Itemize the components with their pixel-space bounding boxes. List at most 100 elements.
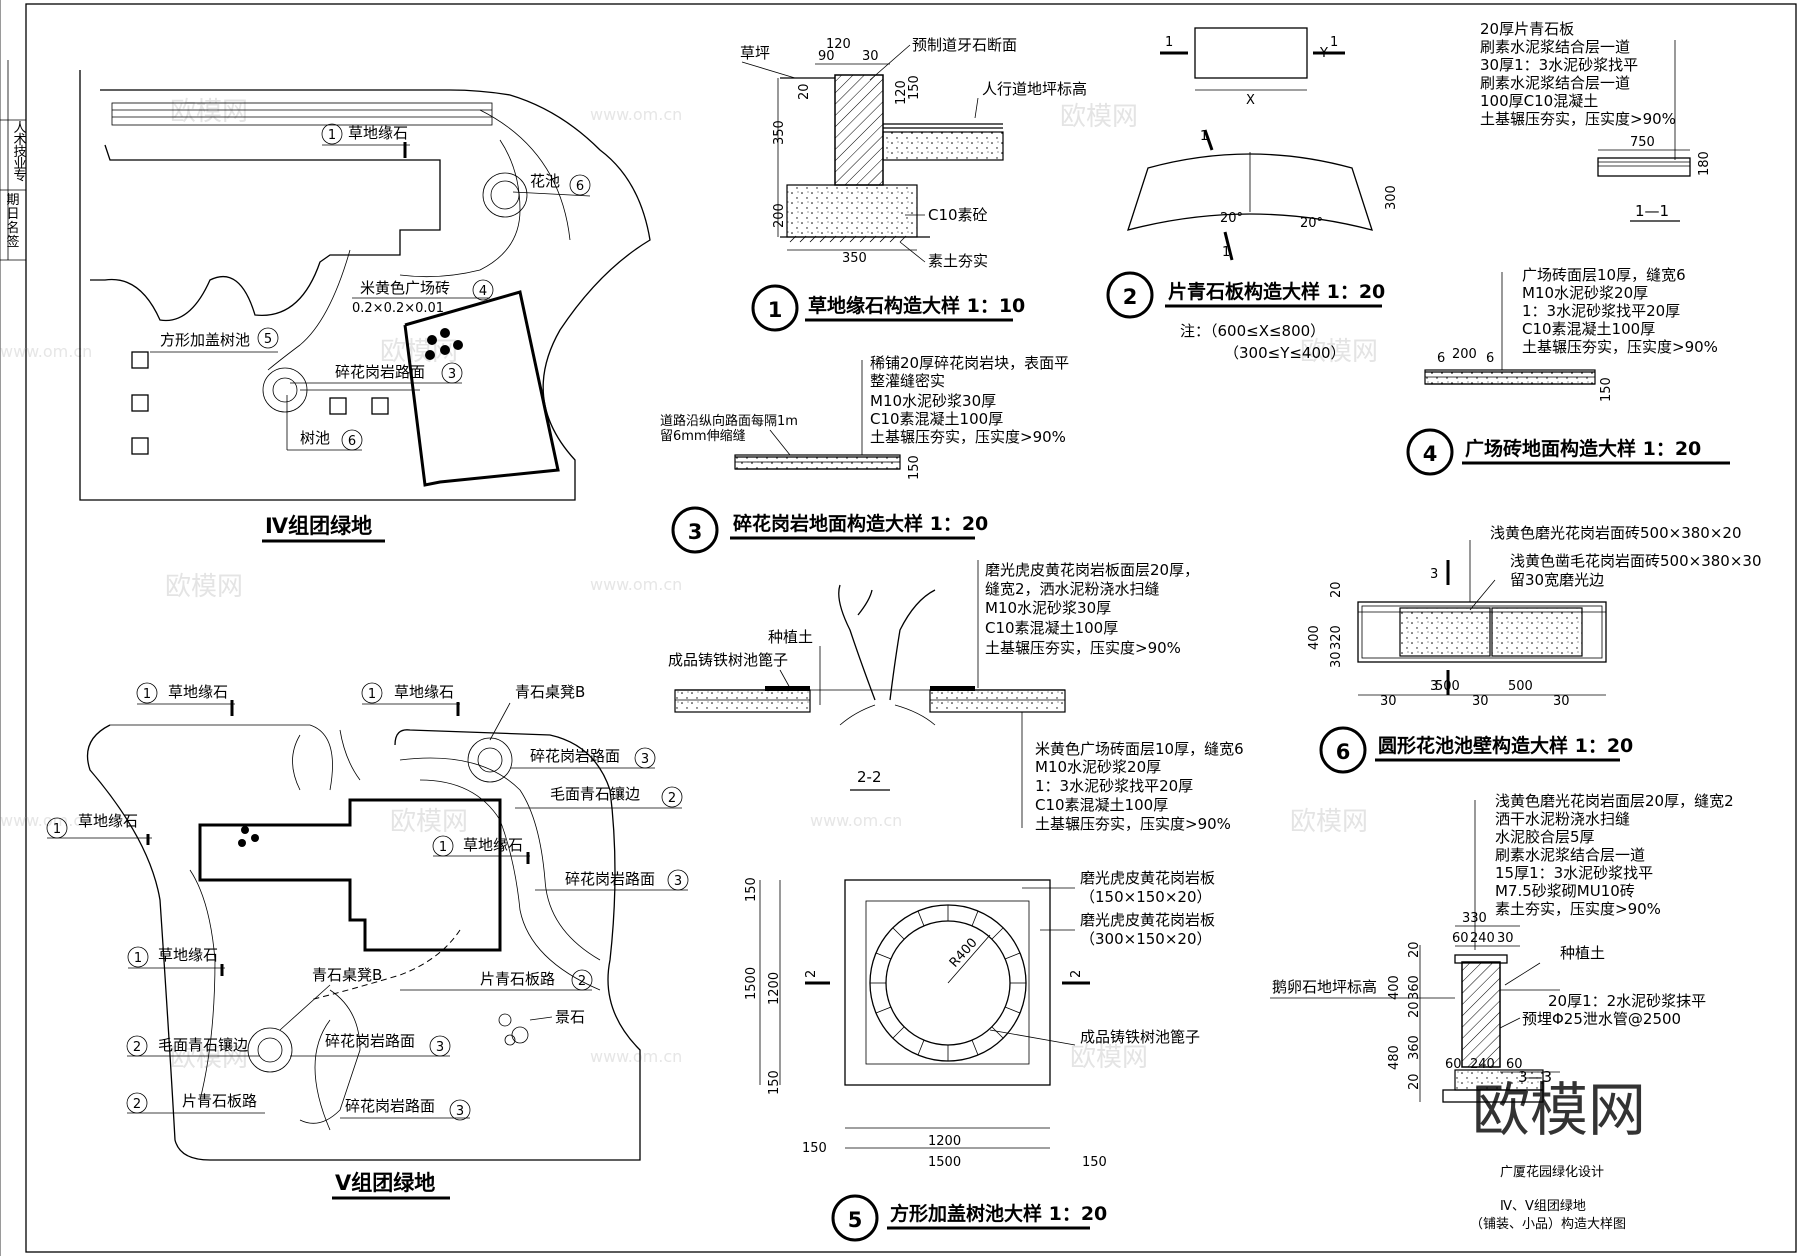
layer-text: 广场砖面层10厚，缝宽6 [1522, 266, 1686, 284]
dim-30: 30 [1497, 931, 1514, 946]
layer-text: 土基辗压夯实，压实度>90% [870, 428, 1066, 446]
dim-240: 240 [1470, 931, 1495, 946]
watermark-site: www.om.cn [590, 105, 682, 124]
layer-text: M10水泥砂浆30厚 [985, 599, 1111, 617]
label-slate-path: 片青石板路 [480, 970, 555, 988]
layer-text: 米黄色广场砖面层10厚，缝宽6 [1035, 740, 1244, 758]
watermark-site: www.om.cn [0, 811, 92, 830]
layer-text: M10水泥砂浆30厚 [870, 392, 996, 410]
section-3-3-caption: 3—3 [1518, 1068, 1552, 1086]
label-drain: 预埋Φ25泄水管@2500 [1522, 1010, 1681, 1028]
mark-2: 2 [1069, 970, 1084, 978]
dim-30: 30 [1553, 694, 1570, 709]
plan-group-4: 1 草地缘石 花池 6 米黄色广场砖 0.2×0.2×0.01 4 方形加盖树池… [79, 70, 651, 543]
side-char: 技 [13, 145, 26, 160]
side-char: 人 [13, 121, 26, 136]
callout-number: 3 [456, 1104, 464, 1119]
detail-4-plaza: 广场砖面层10厚，缝宽6 M10水泥砂浆20厚 1：3水泥砂浆找平20厚 C10… [1406, 266, 1730, 476]
layer-text: 15厚1：3水泥砂浆找平 [1495, 864, 1653, 882]
label-granite-road: 碎花岗岩路面 [530, 747, 620, 765]
watermark-brand: 欧模网 [390, 807, 468, 837]
label-pebble-level: 鹅卵石地坪标高 [1272, 978, 1377, 996]
label-concrete: C10素砼 [928, 206, 988, 224]
side-char: 名 [6, 220, 19, 236]
layer-text: 水泥胶合层5厚 [1495, 828, 1595, 846]
label-edge-stone: 草地缘石 [158, 946, 218, 964]
label-plaza-tile-size: 0.2×0.2×0.01 [352, 301, 444, 316]
detail-1-title: 草地缘石构造大样 1：10 [808, 294, 1025, 317]
label-rock: 景石 [555, 1008, 585, 1026]
callout-number: 1 [134, 951, 142, 966]
square-tree-pool [329, 397, 347, 415]
dim-320: 320 [1329, 625, 1344, 650]
square-tree-pool [131, 437, 149, 455]
layer-text: M10水泥砂浆20厚 [1522, 284, 1648, 302]
detail-1-curb: 草坪 预制道牙石断面 人行道地坪标高 C10素砼 素土夯实 120 90 30 … [740, 36, 1087, 332]
section-3-3: 浅黄色磨光花岗岩面层20厚，缝宽2 洒干水泥粉浇水扫缝 水泥胶合层5厚 刷素水泥… [1270, 792, 1734, 1103]
dim-60: 60 [1452, 931, 1469, 946]
label-board-1-size: （150×150×20） [1080, 888, 1212, 906]
callout-number: 4 [479, 284, 487, 299]
side-char: 签 [6, 234, 19, 250]
plan-group-5: 1 草地缘石 1 草地缘石 青石桌凳B 1 草地缘石 碎花岗岩路面 3 毛面青石… [46, 682, 689, 1200]
layer-text: 100厚C10混凝土 [1480, 92, 1598, 110]
layer-text: 缝宽2，洒水泥粉浇水扫缝 [985, 580, 1160, 598]
label-granite-road: 碎花岗岩路面 [345, 1097, 435, 1115]
dim-200: 200 [772, 203, 787, 228]
detail-number: 1 [768, 298, 783, 322]
side-char: 期 [6, 193, 19, 208]
flower-pool-inner [490, 180, 520, 210]
dim-60: 60 [1506, 1057, 1523, 1072]
dim-330: 330 [1462, 911, 1487, 926]
square-tree-pool [371, 397, 389, 415]
dim-150: 150 [1082, 1155, 1107, 1170]
dim-1500: 1500 [928, 1155, 961, 1170]
label-rough-edge: 毛面青石镶边 [550, 785, 640, 803]
dim-30: 30 [1472, 694, 1489, 709]
mark-1: 1 [1200, 129, 1208, 144]
layer-text: 磨光虎皮黄花岗岩板面层20厚， [985, 561, 1199, 579]
callout-number: 2 [578, 974, 586, 989]
square-tree-pool [131, 394, 149, 412]
tree-trunk [838, 584, 936, 701]
label-rough-edge: 毛面青石镶边 [158, 1036, 248, 1054]
grate-bars [870, 905, 1026, 1061]
layer-text: 土基辗压夯实，压实度>90% [1035, 815, 1231, 833]
section-2-2-caption: 2-2 [857, 768, 882, 786]
layer-text: 稀铺20厚碎花岗岩块，表面平 [870, 354, 1069, 372]
site-boundary [86, 724, 641, 1161]
watermark-brand: 欧模网 [170, 1043, 248, 1073]
dim-20: 20 [1407, 1073, 1422, 1090]
label-board-2: 磨光虎皮黄花岗岩板 [1080, 911, 1215, 929]
label-curb: 预制道牙石断面 [912, 36, 1017, 54]
callout-number: 6 [348, 434, 356, 449]
layer-text: 30厚1：3水泥砂浆找平 [1480, 56, 1638, 74]
dim-360: 360 [1407, 1035, 1422, 1060]
dim-150: 150 [1599, 377, 1614, 402]
detail-number: 6 [1336, 740, 1351, 764]
dim-1500: 1500 [744, 967, 759, 1000]
dim-150: 150 [907, 455, 922, 480]
layer-text: 土基辗压夯实，压实度>90% [985, 639, 1181, 657]
dim-20: 20 [1407, 941, 1422, 958]
label-soil: 种植土 [768, 628, 813, 646]
layer-text: C10素混凝土100厚 [1035, 796, 1168, 814]
dim-20: 20 [1407, 1001, 1422, 1018]
watermark-site: www.om.cn [590, 1047, 682, 1066]
detail-3-title: 碎花岗岩地面构造大样 1：20 [733, 512, 988, 535]
layer-text: 素土夯实，压实度>90% [1495, 900, 1661, 918]
dim-350-vertical: 350 [772, 120, 787, 145]
section-1-1-caption: 1—1 [1635, 202, 1669, 220]
label-face-1: 浅黄色磨光花岗岩面砖500×380×20 [1490, 524, 1742, 542]
callout-number: 3 [641, 752, 649, 767]
layer-text: C10素混凝土100厚 [1522, 320, 1655, 338]
detail-number: 4 [1423, 442, 1438, 466]
side-char: 专 [13, 169, 26, 184]
dim-400: 400 [1387, 975, 1402, 1000]
tree-pool-inner [272, 377, 298, 403]
label-soil: 素土夯实 [928, 252, 988, 270]
callout-number: 6 [576, 179, 584, 194]
dim-400: 400 [1307, 625, 1322, 650]
title-block: 广厦花园绿化设计 Ⅳ、Ⅴ组团绿地 （铺装、小品）构造大样图 [1470, 1164, 1626, 1232]
watermarks: 欧模网 www.om.cn 欧模网 欧模网 www.om.cn 欧模网 欧模网 … [0, 97, 1646, 1144]
